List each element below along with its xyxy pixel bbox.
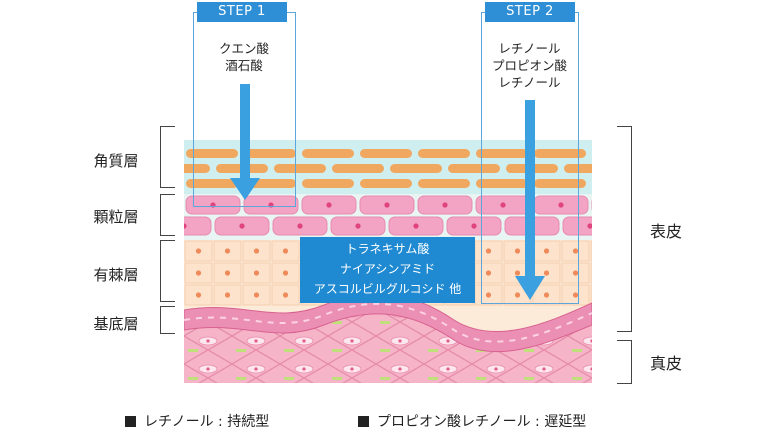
cell-nucleus bbox=[224, 270, 231, 276]
cell-nucleus bbox=[572, 270, 579, 276]
whitening-ingredients-box: トラネキサム酸 ナイアシンアミド アスコルビルグルコシド 他 bbox=[300, 237, 475, 303]
cell-nucleus bbox=[485, 270, 492, 276]
corneum-cell bbox=[534, 149, 586, 158]
cell-nucleus bbox=[543, 248, 550, 254]
step1-arrow-icon bbox=[230, 84, 260, 200]
legend-item-retinyl-propionate: プロピオン酸レチノール : 遅延型 bbox=[358, 411, 586, 431]
cell-nucleus bbox=[471, 223, 477, 229]
cell-nucleus bbox=[485, 292, 492, 298]
cell-nucleus bbox=[326, 202, 332, 208]
cell-nucleus bbox=[514, 292, 521, 298]
corneum-cell bbox=[390, 164, 442, 173]
bracket-basal bbox=[160, 306, 175, 334]
cell-nucleus bbox=[195, 248, 202, 254]
step1-line-1: クエン酸 bbox=[218, 41, 269, 56]
step1-badge: STEP 1 bbox=[197, 2, 287, 22]
cell-nucleus bbox=[239, 223, 245, 229]
cell-nucleus bbox=[572, 248, 579, 254]
spinous-cell bbox=[590, 262, 592, 284]
cell-nucleus bbox=[195, 270, 202, 276]
step2-line-2: プロピオン酸 bbox=[491, 58, 567, 73]
cell-nucleus bbox=[355, 223, 361, 229]
corneum-cell bbox=[418, 179, 470, 188]
bracket-corneum bbox=[160, 126, 175, 188]
corneum-cell bbox=[534, 179, 586, 188]
legend-square-icon bbox=[125, 416, 136, 427]
cell-nucleus bbox=[514, 270, 521, 276]
cell-nucleus bbox=[514, 248, 521, 254]
corneum-cell bbox=[418, 149, 470, 158]
info-line-3: アスコルビルグルコシド 他 bbox=[313, 282, 462, 296]
basal-layer-stripe bbox=[184, 302, 592, 343]
spinous-cell bbox=[590, 284, 592, 306]
corneum-cell bbox=[332, 164, 384, 173]
cell-nucleus bbox=[224, 248, 231, 254]
corneum-cell bbox=[186, 149, 238, 158]
bracket-granular bbox=[160, 194, 175, 236]
cell-nucleus bbox=[558, 202, 564, 208]
info-line-1: トラネキサム酸 bbox=[345, 242, 430, 256]
corneum-cell bbox=[244, 149, 296, 158]
corneum-cell bbox=[476, 179, 528, 188]
corneum-cell bbox=[360, 149, 412, 158]
cell-nucleus bbox=[282, 248, 289, 254]
legend-item-retinol: レチノール : 持続型 bbox=[125, 411, 269, 431]
cell-nucleus bbox=[543, 270, 550, 276]
corneum-cell bbox=[302, 149, 354, 158]
cell-nucleus bbox=[384, 202, 390, 208]
corneum-cell bbox=[476, 149, 528, 158]
cell-nucleus bbox=[195, 292, 202, 298]
step2-arrow-icon bbox=[515, 100, 545, 300]
layer-label-basal: 基底層 bbox=[93, 315, 139, 333]
cell-nucleus bbox=[253, 248, 260, 254]
cell-nucleus bbox=[282, 270, 289, 276]
granular-cell bbox=[184, 216, 212, 236]
cell-nucleus bbox=[572, 292, 579, 298]
legend-text-1: レチノール : 持続型 bbox=[144, 414, 270, 430]
cell-nucleus bbox=[500, 202, 506, 208]
bracket-epidermis bbox=[617, 126, 632, 332]
cell-nucleus bbox=[253, 270, 260, 276]
layer-label-granular: 顆粒層 bbox=[93, 208, 139, 226]
step2-line-1: レチノール bbox=[498, 41, 561, 56]
granular-cells bbox=[184, 195, 592, 236]
region-label-dermis: 真皮 bbox=[650, 354, 683, 373]
granular-cell bbox=[562, 216, 592, 236]
basal-layer-band bbox=[184, 293, 592, 353]
corneum-cell bbox=[360, 179, 412, 188]
bracket-dermis bbox=[617, 340, 632, 384]
step2-badge: STEP 2 bbox=[485, 2, 575, 22]
cell-nucleus bbox=[253, 292, 260, 298]
layer-label-spinous: 有棘層 bbox=[93, 266, 139, 284]
bracket-spinous bbox=[160, 240, 175, 302]
cell-nucleus bbox=[282, 292, 289, 298]
cell-nucleus bbox=[297, 223, 303, 229]
step2-ingredients: レチノール プロピオン酸 レチノール bbox=[481, 40, 578, 91]
cell-nucleus bbox=[587, 223, 592, 229]
cell-nucleus bbox=[485, 248, 492, 254]
corneum-cell bbox=[274, 164, 326, 173]
corneum-cell bbox=[184, 164, 210, 173]
corneum-cell bbox=[302, 179, 354, 188]
step1-line-2: 酒石酸 bbox=[225, 58, 263, 73]
corneum-cell bbox=[448, 164, 500, 173]
cell-nucleus bbox=[442, 202, 448, 208]
cell-nucleus bbox=[184, 223, 187, 229]
layer-label-corneum: 角質層 bbox=[93, 152, 139, 170]
legend-text-2: プロピオン酸レチノール : 遅延型 bbox=[377, 414, 587, 430]
cell-nucleus bbox=[543, 292, 550, 298]
step1-ingredients: クエン酸 酒石酸 bbox=[193, 40, 295, 74]
step2-line-3: レチノール bbox=[498, 75, 561, 90]
corneum-cells bbox=[184, 149, 592, 188]
cell-nucleus bbox=[224, 292, 231, 298]
corneum-cell bbox=[186, 179, 238, 188]
cell-nucleus bbox=[413, 223, 419, 229]
spinous-cell bbox=[590, 240, 592, 262]
region-label-epidermis: 表皮 bbox=[650, 222, 683, 241]
legend-square-icon bbox=[358, 416, 369, 427]
info-line-2: ナイアシンアミド bbox=[339, 262, 436, 276]
